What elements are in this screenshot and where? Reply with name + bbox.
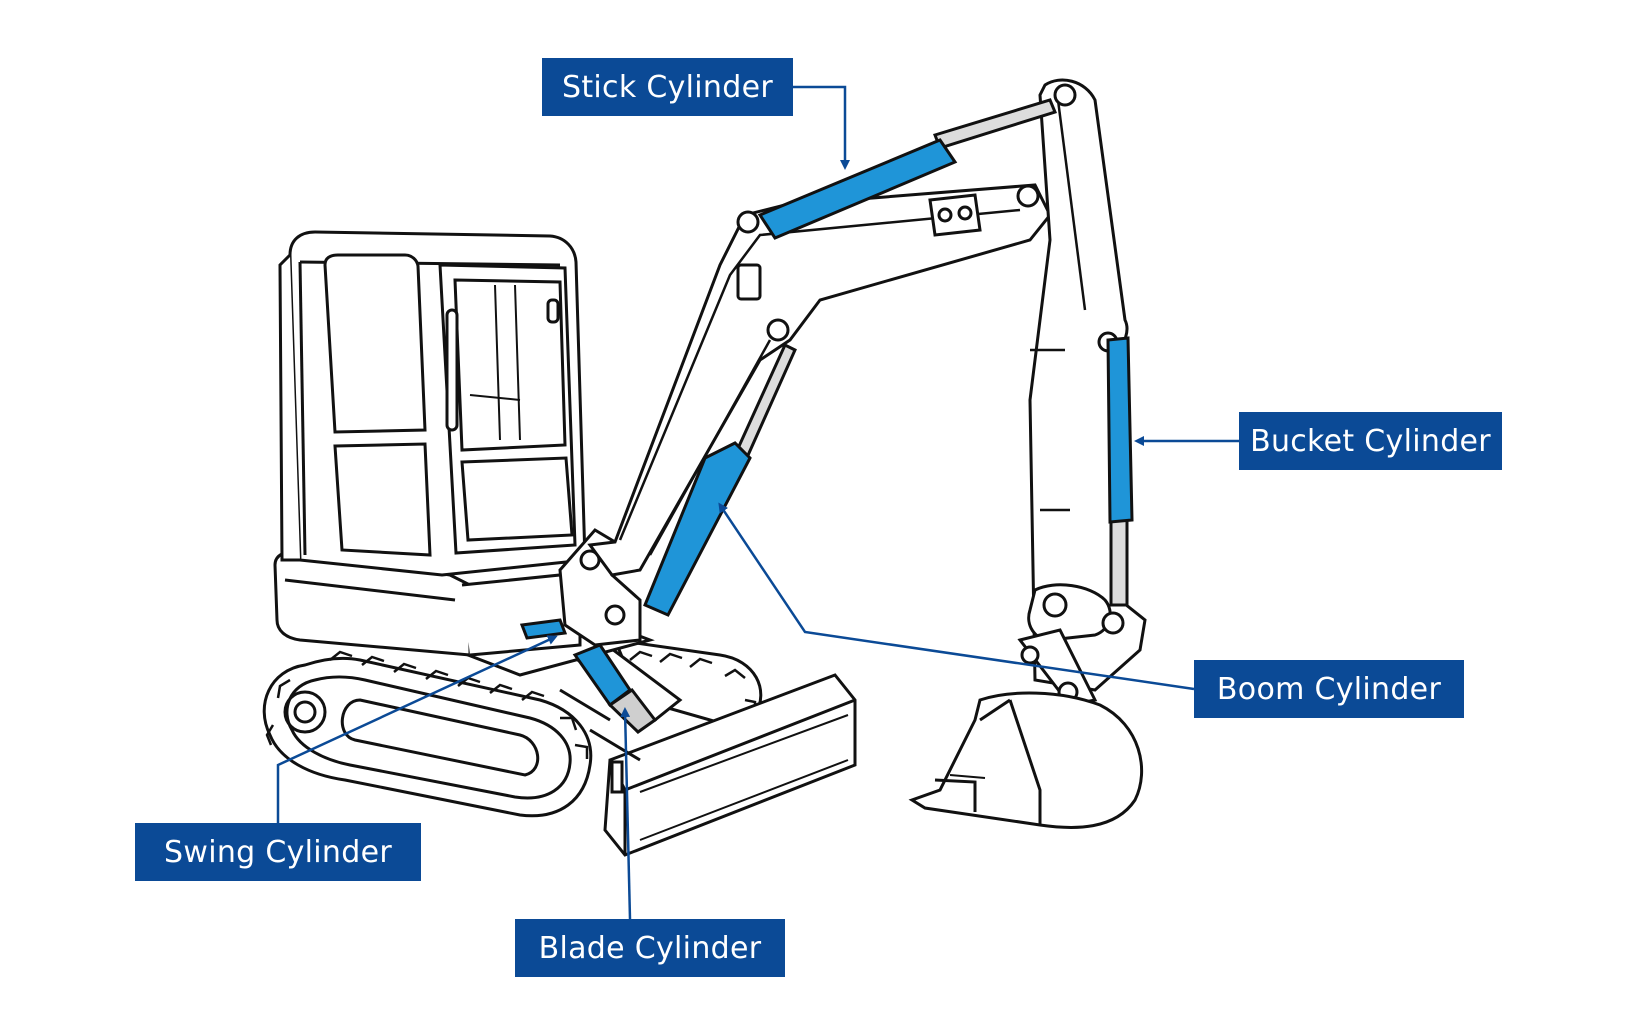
swing-cylinder [519,618,568,640]
left-track [262,656,593,818]
stick-cylinder [757,138,958,240]
boom-leader [718,502,1195,691]
bucket-rod [1109,518,1129,607]
blade-leader [620,707,632,920]
swing-bracket [558,528,642,647]
bucket-cylinder [1106,336,1134,524]
swing-cylinder-label: Swing Cylinder [135,823,421,881]
boom [587,183,1052,577]
stick-leader [793,85,850,170]
left-track-treads [265,650,589,759]
dozer-blade [559,673,857,857]
bucket-cylinder-label: Bucket Cylinder [1239,412,1502,470]
stick-cylinder-label: Stick Cylinder [542,58,793,116]
blade-cylinder-label: Blade Cylinder [515,919,785,977]
operator-cab [278,230,587,577]
bucket [908,691,1143,829]
boom-cylinder-label: Boom Cylinder [1194,660,1464,718]
boom-cylinder [643,441,752,617]
cylinders [519,138,1134,734]
stick-rod [933,98,1058,150]
